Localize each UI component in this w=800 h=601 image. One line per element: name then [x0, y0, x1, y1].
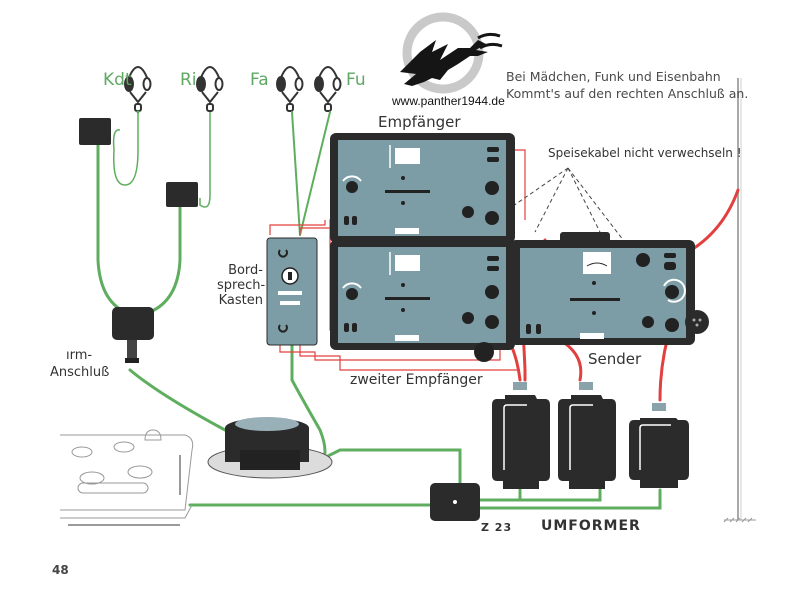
logo-url[interactable]: www.panther1944.de: [392, 94, 505, 108]
headphone-label-fu: Fu: [346, 70, 366, 90]
intercom-box: [266, 237, 318, 346]
page-number: 48: [52, 563, 69, 577]
headphone-label-fa: Fa: [250, 70, 269, 90]
label-bordsprech-2: sprech-: [217, 278, 266, 293]
caption-line-1: Bei Mädchen, Funk und Eisenbahn: [506, 69, 721, 84]
label-bordsprech-3: Kasten: [218, 293, 263, 308]
label-bordsprech-1: Bord-: [228, 263, 263, 278]
speaker-base: [207, 417, 333, 479]
green-thin-cords: [112, 112, 211, 208]
label-sender: Sender: [588, 350, 642, 368]
label-umformer: UMFORMER: [541, 518, 641, 534]
headphone-label-ri: Ri: [180, 70, 197, 90]
connector-block: [112, 307, 154, 363]
headset-switch-box-1: [79, 118, 111, 145]
transmitter-unit: [510, 232, 709, 345]
label-anschluss-1: ırm-: [66, 348, 93, 363]
antenna-mast-icon: [723, 78, 756, 523]
label-empfaenger: Empfänger: [378, 113, 461, 131]
converter-1: [492, 382, 550, 489]
converter-2: [558, 382, 616, 489]
battery-outline-sketch: [60, 429, 194, 526]
z23-junction-box: [430, 483, 480, 521]
headphone-fa-icon: [276, 66, 304, 112]
headphone-ri-icon: [196, 66, 224, 112]
receiver-unit-1: [330, 133, 515, 243]
label-zweiter-empfaenger: zweiter Empfänger: [350, 372, 483, 388]
label-anschluss-2: Anschluß: [50, 365, 110, 380]
headset-switch-box-2: [166, 182, 198, 207]
converter-3: [629, 403, 689, 488]
label-speisekabel: Speisekabel nicht verwechseln !: [548, 146, 742, 160]
receiver-unit-2: [330, 240, 515, 362]
headphone-fu-icon: [314, 66, 342, 112]
panther-logo-icon: [400, 12, 503, 94]
label-z23: Z 23: [481, 521, 513, 534]
headphone-kdt-icon: [124, 66, 152, 112]
caption-line-2: Kommt's auf den rechten Anschluß an.: [506, 86, 749, 101]
headphones-icons: [124, 66, 342, 112]
headphone-label-kdt: Kdt: [103, 70, 132, 90]
